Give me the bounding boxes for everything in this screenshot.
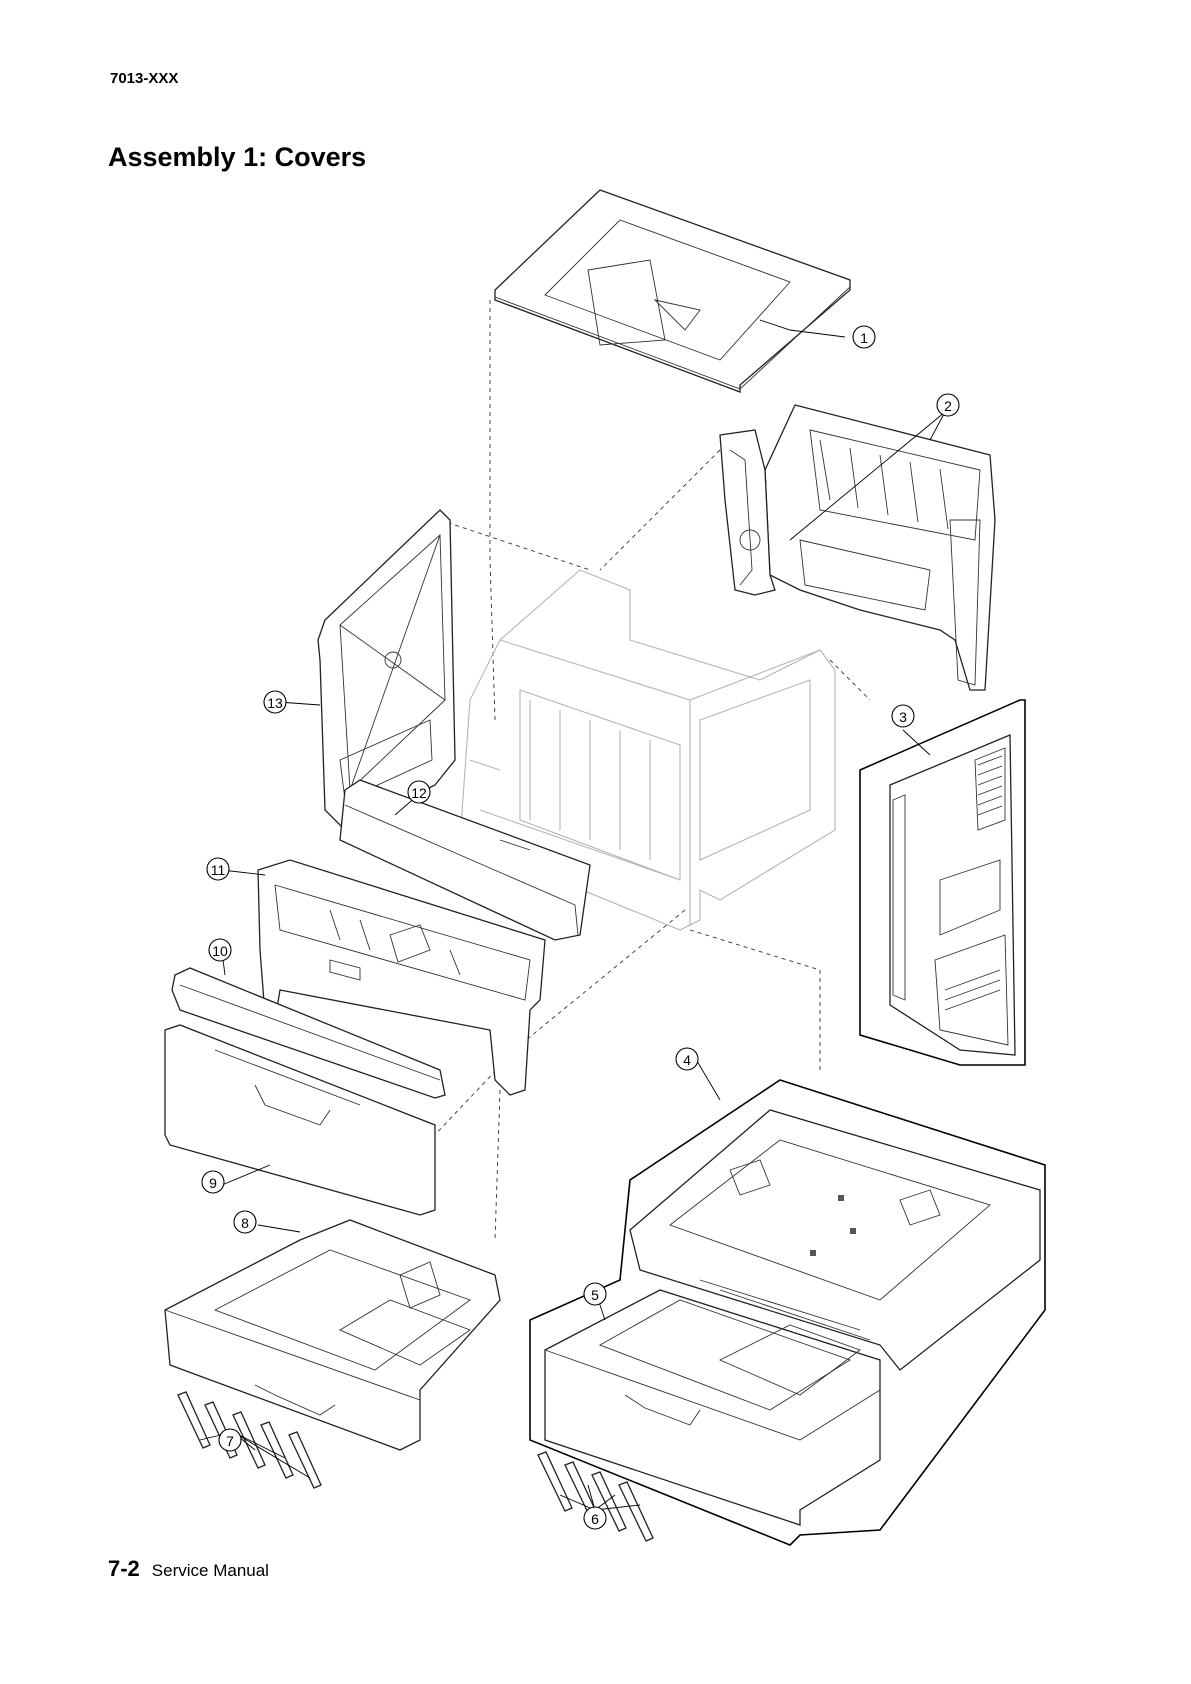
part-rear-door [765, 405, 995, 690]
callout-label-5: 5 [591, 1287, 599, 1303]
callout-label-10: 10 [212, 943, 228, 959]
callout-label-6: 6 [591, 1511, 599, 1527]
callout-label-12: 12 [411, 785, 427, 801]
callout-label-8: 8 [241, 1215, 249, 1231]
callout-label-11: 11 [211, 862, 226, 878]
callout-label-7: 7 [226, 1433, 234, 1449]
callout-label-13: 13 [267, 695, 283, 711]
callout-label-4: 4 [683, 1052, 691, 1068]
part-top-cover [495, 190, 850, 392]
part-left-side-cover [318, 510, 455, 830]
callout-label-2: 2 [944, 398, 952, 414]
part-rear-door-frame [720, 430, 775, 595]
callout-label-3: 3 [899, 709, 907, 725]
page-number: 7-2 [108, 1556, 140, 1581]
manual-name: Service Manual [152, 1561, 269, 1580]
callout-label-9: 9 [209, 1175, 217, 1191]
part-optional-tray-assembly [530, 1080, 1045, 1545]
callout-label-1: 1 [860, 330, 868, 346]
part-right-side-cover [860, 700, 1025, 1065]
page-footer: 7-2 Service Manual [108, 1556, 269, 1582]
